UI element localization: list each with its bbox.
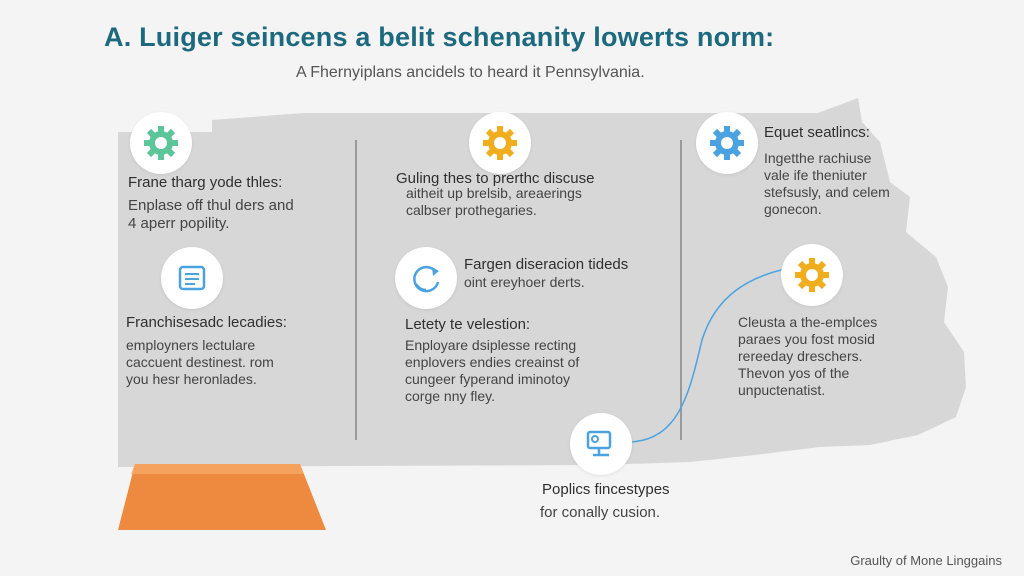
item-heading: Equet seatlincs: bbox=[764, 124, 870, 141]
footer-credit: Graulty of Mone Linggains bbox=[850, 553, 1002, 568]
page-subtitle: A Fhernyiplans ancidels to heard it Penn… bbox=[296, 64, 645, 81]
map-silhouette bbox=[118, 98, 966, 467]
gear-icon bbox=[469, 112, 531, 174]
refresh-icon bbox=[395, 247, 457, 309]
item-body: Ingetthe rachiuse vale ife theniuter ste… bbox=[764, 150, 890, 217]
item-body: oint ereyhoer derts. bbox=[464, 274, 585, 290]
document-icon bbox=[161, 247, 223, 309]
item-heading: Fargen diseracion tideds bbox=[464, 256, 629, 273]
item-heading: Guling thes to prerthc discuse bbox=[396, 170, 595, 187]
item-body: aitheit up brelsib, areaerings calbser p… bbox=[406, 185, 582, 218]
bottom-node-body: for conally cusion. bbox=[540, 504, 661, 521]
gear-icon bbox=[696, 112, 758, 174]
item-body: employners lectulare caccuent destinest.… bbox=[126, 337, 274, 387]
item-body: Cleusta a the-emplces paraes you fost mo… bbox=[738, 314, 878, 398]
bottom-node-heading: Poplics fincestypes bbox=[542, 481, 670, 498]
orange-base bbox=[118, 464, 326, 530]
gear-icon bbox=[130, 112, 192, 174]
item-body: Enplase off thul ders and 4 aperr popili… bbox=[128, 197, 294, 232]
item-body: Enployare dsiplesse recting enplovers en… bbox=[405, 337, 580, 404]
item-heading: Letety te velestion: bbox=[405, 316, 531, 333]
orange-base-shade bbox=[131, 464, 304, 474]
item-heading: Frane tharg yode thles: bbox=[128, 174, 283, 191]
connector-line bbox=[629, 267, 791, 443]
page-title: A. Luiger seincens a belit schenanity lo… bbox=[104, 22, 775, 52]
item-heading: Franchisesadc lecadies: bbox=[126, 314, 287, 331]
monitor-icon bbox=[570, 413, 632, 475]
gear-icon bbox=[781, 244, 843, 306]
